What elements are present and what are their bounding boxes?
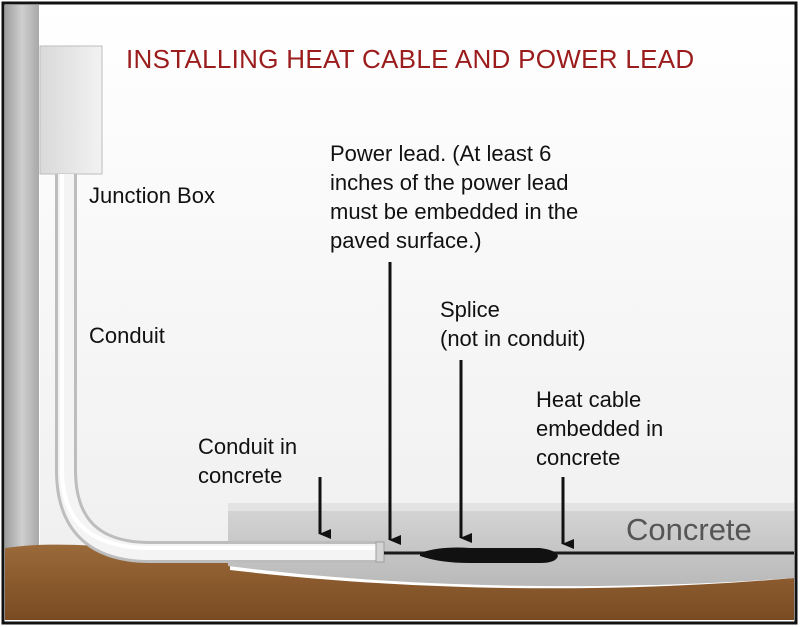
slab-top-edge (228, 503, 794, 511)
wall-panel (40, 5, 794, 550)
soil (5, 544, 794, 620)
label-junction-box: Junction Box (89, 183, 215, 208)
splice (420, 547, 558, 563)
label-conduit: Conduit (89, 323, 165, 348)
junction-box (39, 45, 103, 175)
label-concrete: Concrete (626, 512, 752, 547)
concrete-slab (228, 503, 794, 587)
diagram-title: INSTALLING HEAT CABLE AND POWER LEAD (126, 44, 695, 74)
conduit-end (375, 541, 385, 563)
label-power-lead: Power lead. (At least 6 inches of the po… (330, 141, 579, 253)
label-splice: Splice (not in conduit) (440, 297, 586, 351)
wall-post (5, 5, 39, 620)
label-conduit-in-concrete: Conduit in concrete (198, 434, 298, 488)
conduit-highlight (60, 174, 380, 550)
label-heat-cable: Heat cable embedded in concrete (536, 387, 664, 470)
